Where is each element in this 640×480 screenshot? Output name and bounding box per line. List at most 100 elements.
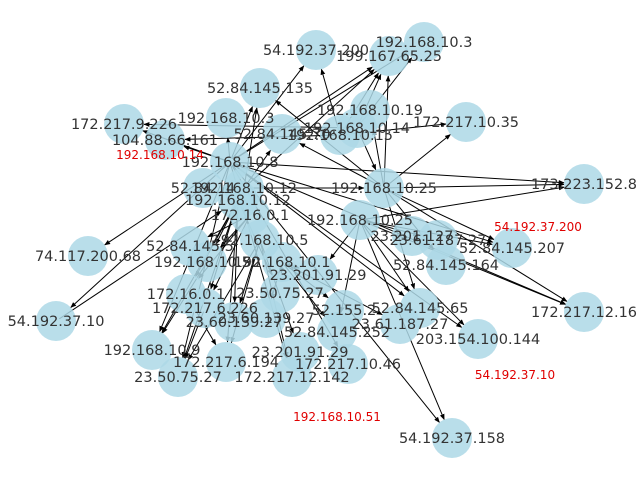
graph-node <box>187 242 227 282</box>
edge-label: 192.168.10.14 <box>116 148 204 162</box>
edge-label: 54.192.37.10 <box>475 368 555 382</box>
node-label: 172.217.9.226 <box>71 117 177 133</box>
node-label: 54.192.37.158 <box>399 431 505 447</box>
edge-label: 54.192.37.200 <box>494 220 582 234</box>
node-label: 172.217.6.194 <box>173 355 279 371</box>
graph-node <box>492 228 532 268</box>
node-label: 52.84.145.135 <box>207 81 313 97</box>
node-label: 192.168.10.15 <box>287 128 393 144</box>
node-label: 52.84.14 <box>171 181 236 197</box>
graph-node <box>446 102 486 142</box>
graph-node <box>369 36 409 76</box>
graph-node <box>380 304 420 344</box>
graph-node <box>214 302 254 342</box>
node-label: 52.84.145.70 <box>234 127 331 143</box>
node-label: 172.217.12.16 <box>531 305 637 321</box>
node-label: 23.61.187.27 <box>352 317 449 333</box>
graph-edge <box>232 65 305 160</box>
graph-edge <box>233 161 565 185</box>
graph-node <box>298 255 338 295</box>
node-label: 172.217.12.142 <box>234 370 349 386</box>
node-label: 23.50.75.27 <box>236 286 324 302</box>
graph-node <box>404 22 444 62</box>
graph-node <box>158 357 198 397</box>
node-label: 192.168.10.12 <box>185 193 291 209</box>
node-label: 192.168.10.12 <box>191 181 297 197</box>
node-label: 52.155.2 <box>312 303 377 319</box>
graph-node <box>132 330 172 370</box>
graph-node <box>104 104 144 144</box>
edge-label: 192.168.10.51 <box>293 410 381 424</box>
graph-node <box>320 115 360 155</box>
node-label: 23.201.91.29 <box>270 268 367 284</box>
graph-node <box>324 290 364 330</box>
node-label: 172.217.10.35 <box>413 115 519 131</box>
graph-node <box>426 245 466 285</box>
node-label: 52.84.145.207 <box>459 241 565 257</box>
node-label: 192.168.10.8 <box>182 155 279 171</box>
graph-node <box>224 168 264 208</box>
node-label: 54.192.37.10 <box>8 314 105 330</box>
graph-node <box>564 292 604 332</box>
node-label: 23.50.75.27 <box>134 370 222 386</box>
graph-node <box>246 298 286 338</box>
node-label: 192.168.10.19 <box>317 103 423 119</box>
graph-node <box>296 30 336 70</box>
node-label: 173.223.152.8 <box>531 177 637 193</box>
graph-edge <box>363 185 565 220</box>
graph-node <box>564 164 604 204</box>
node-label: 192.168.10.9 <box>104 343 201 359</box>
edge-labels-layer: 192.168.10.14 54.192.37.200 54.192.37.10… <box>116 148 582 424</box>
node-label: 23.60.139.27 <box>218 311 315 327</box>
graph-edge <box>362 222 465 326</box>
graph-node <box>206 342 246 382</box>
graph-node <box>68 236 108 276</box>
graph-node <box>392 216 432 256</box>
node-label: 172.16.0.1 <box>211 208 289 224</box>
node-label: 104.88.66.161 <box>112 133 218 149</box>
node-label: 192.168.10.3 <box>178 111 275 127</box>
graph-edge <box>387 189 495 240</box>
node-label: 192.168.10.3 <box>376 35 473 51</box>
node-label: 192.168.10.25 <box>331 181 437 197</box>
node-label: 23.61.187.27 <box>390 233 487 249</box>
graph-edge <box>143 122 354 129</box>
graph-node <box>240 68 280 108</box>
node-label: 192.168.10.1 <box>234 255 331 271</box>
node-label: 172.16.0.1 <box>147 287 225 303</box>
node-label: 192.168.10.14 <box>304 121 410 137</box>
node-label: 54.192.37.200 <box>263 43 369 59</box>
node-label: 192.168.10.50 <box>154 255 260 271</box>
graph-node <box>183 168 223 208</box>
node-label: 23.201.127 <box>370 229 453 245</box>
graph-node <box>458 319 498 359</box>
graph-edge <box>387 182 565 189</box>
graph-node <box>340 200 380 240</box>
node-label: 199.167.65.25 <box>336 49 442 65</box>
graph-node <box>145 120 185 160</box>
graph-edge <box>184 134 337 142</box>
graph-node <box>432 418 472 458</box>
graph-node <box>262 114 302 154</box>
graph-node <box>36 301 76 341</box>
graph-edge <box>233 66 373 161</box>
node-label: 172.217.6.226 <box>152 301 258 317</box>
graph-node <box>328 344 368 384</box>
node-label: 52.84.145.65 <box>372 301 469 317</box>
node-label: 52.84.145.164 <box>393 258 499 274</box>
node-label: 192.168.10.5 <box>212 233 309 249</box>
node-label: 203.154.100.144 <box>416 332 541 348</box>
graph-node <box>262 242 302 282</box>
graph-node <box>272 357 312 397</box>
graph-edge <box>387 189 568 302</box>
node-label: 192.168.10.25 <box>307 213 413 229</box>
graph-node <box>364 168 404 208</box>
node-label: 172.217.10.46 <box>295 357 401 373</box>
node-label: 52.84.145.5 <box>146 239 234 255</box>
node-label: 23.60.139.27 <box>186 315 283 331</box>
node-label: 52.84.145.252 <box>284 325 390 341</box>
node-label: 23.201.91.29 <box>252 345 349 361</box>
nodes-layer <box>36 22 604 458</box>
